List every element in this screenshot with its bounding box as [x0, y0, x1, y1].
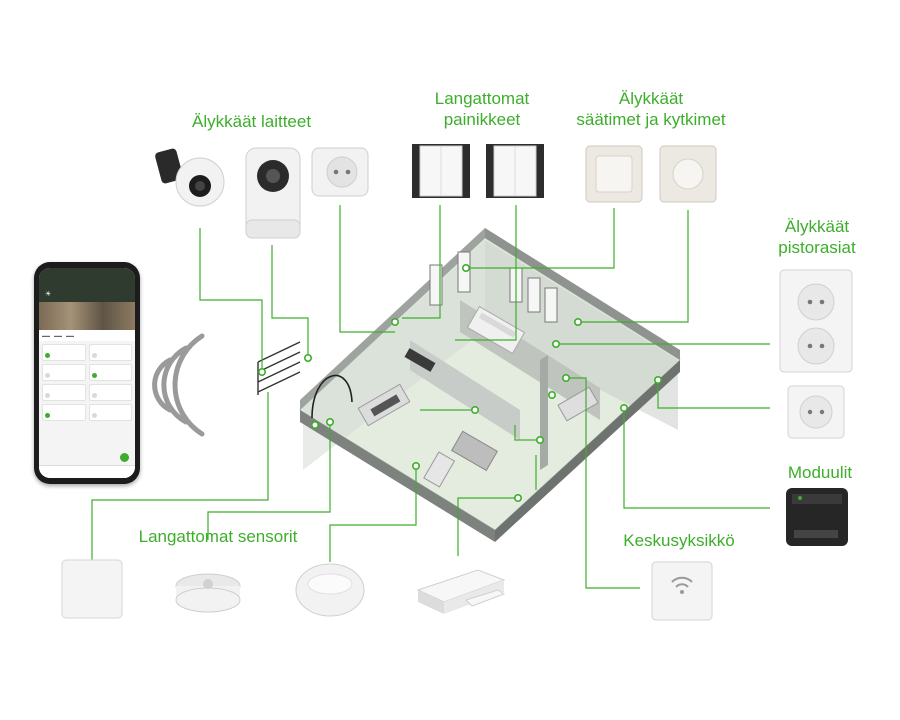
app-tile [88, 404, 132, 421]
outdoor-camera-device [155, 148, 225, 207]
wireless-button-device-1 [412, 144, 470, 198]
label-wireless-buttons-line-1: Langattomat [434, 89, 530, 108]
wireless-signal-icon [152, 333, 205, 437]
app-tile [42, 364, 86, 381]
smart-dimmer-device [659, 145, 717, 203]
label-central-unit: Keskusyksikkö [623, 531, 735, 550]
label-smart-sockets-line-1: Älykkäät [784, 217, 850, 236]
label-wireless-buttons-line-2: painikkeet [443, 110, 521, 129]
app-header: ☀ [39, 268, 135, 330]
smartphone-app-mockup: ☀ ▬▬▬▬▬▬ [34, 262, 140, 484]
app-screen: ☀ ▬▬▬▬▬▬ [39, 268, 135, 478]
app-tile [42, 344, 86, 361]
room-photo [39, 302, 135, 330]
connection-points [257, 263, 662, 502]
app-tile [88, 364, 132, 381]
wireless-button-device-2 [486, 144, 544, 198]
central-hub-device [651, 561, 713, 621]
smart-plug-device [311, 147, 369, 197]
smart-switch-device [585, 145, 643, 203]
smart-double-socket-device [779, 269, 853, 373]
label-smart-controls-line-2: säätimet ja kytkimet [576, 110, 726, 129]
app-tile-grid [39, 341, 135, 424]
smart-socket-device [787, 385, 845, 439]
label-wireless-sensors: Langattomat sensorit [138, 527, 298, 546]
label-modules: Moduulit [787, 463, 853, 482]
label-smart-devices: Älykkäät laitteet [192, 112, 312, 131]
apartment-illustration [257, 228, 681, 542]
smart-module-device [786, 488, 848, 546]
label-smart-sockets-line-2: pistorasiat [778, 238, 856, 257]
smoke-sensor-device [295, 563, 365, 617]
app-tile [88, 384, 132, 401]
add-button [120, 453, 129, 462]
indoor-camera-device [245, 147, 301, 239]
app-tile [42, 384, 86, 401]
app-tabs: ▬▬▬▬▬▬ [39, 330, 135, 341]
door-window-sensor-device [416, 569, 506, 614]
label-smart-controls: Älykkäät säätimet ja kytkimet [566, 88, 736, 130]
app-tile [42, 404, 86, 421]
leader-lines [91, 205, 770, 589]
wireless-sensor-1 [61, 559, 123, 619]
app-tile [88, 344, 132, 361]
app-bottom-nav [39, 465, 135, 478]
motion-sensor-device [175, 573, 241, 613]
label-smart-controls-line-1: Älykkäät [618, 89, 684, 108]
label-wireless-buttons: Langattomat painikkeet [430, 88, 534, 130]
weather-widget: ☀ [45, 291, 52, 298]
label-smart-sockets: Älykkäät pistorasiat [770, 216, 864, 258]
